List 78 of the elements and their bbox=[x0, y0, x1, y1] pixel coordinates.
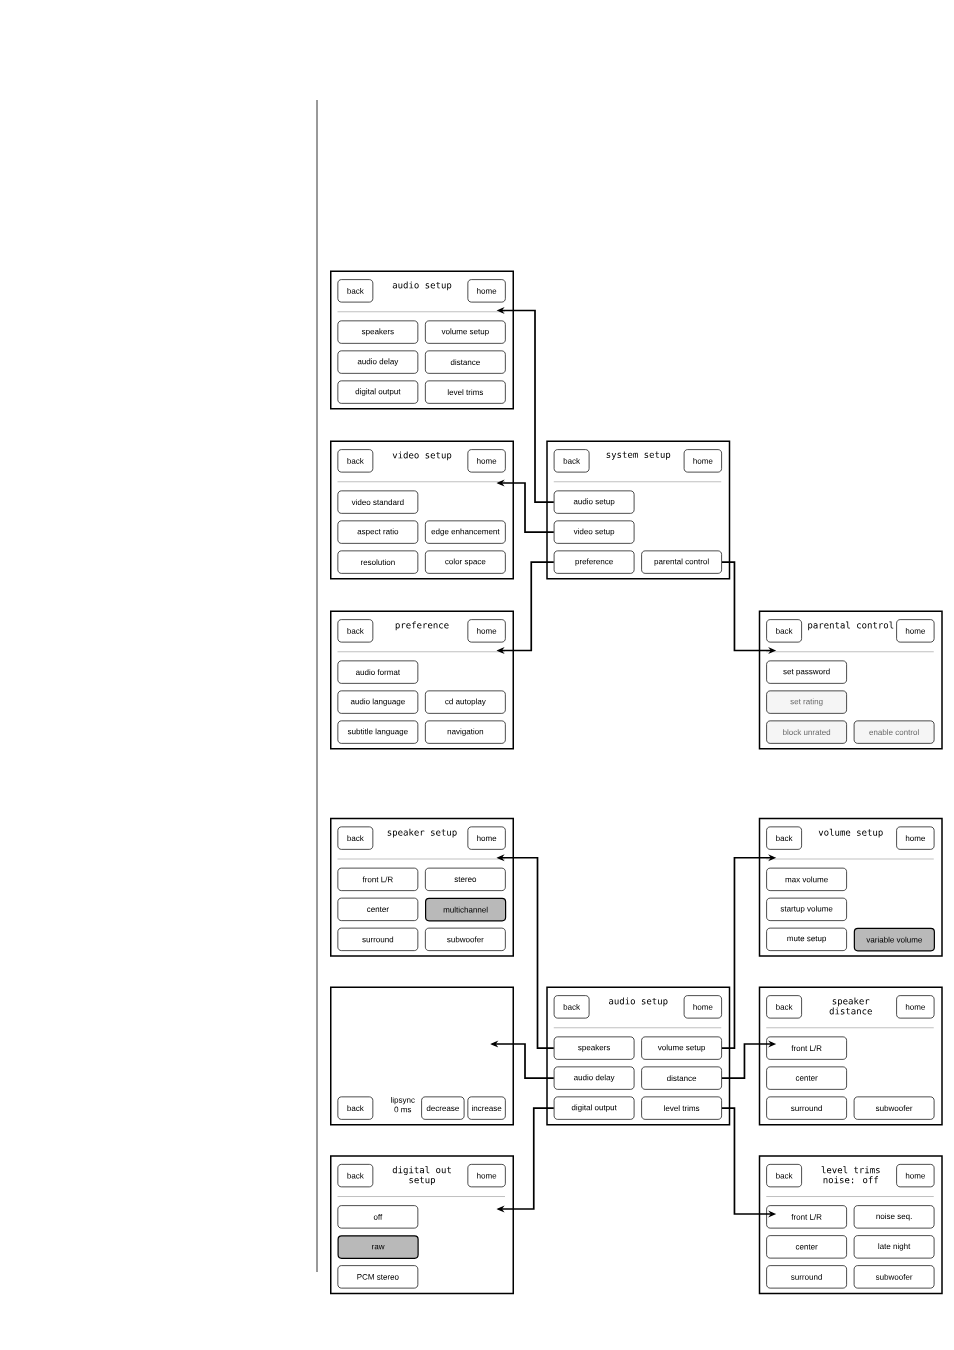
menu-button: off bbox=[337, 1205, 419, 1229]
back-button: back bbox=[553, 995, 590, 1019]
menu-button: preference bbox=[553, 550, 635, 574]
back-button: back bbox=[766, 995, 802, 1019]
back-button: back bbox=[337, 1096, 374, 1120]
menu-button: front L/R bbox=[766, 1036, 847, 1060]
menu-button: audio format bbox=[337, 660, 419, 684]
home-button: home bbox=[896, 995, 935, 1019]
menu-button: surround bbox=[337, 927, 419, 951]
menu-button: subwoofer bbox=[425, 927, 506, 951]
home-button: home bbox=[467, 449, 506, 473]
menu-button: center bbox=[766, 1235, 847, 1259]
menu-button: edge enhancement bbox=[425, 520, 506, 544]
menu-button: set rating bbox=[766, 690, 847, 714]
menu-button: PCM stereo bbox=[337, 1265, 419, 1289]
menu-button: audio delay bbox=[553, 1066, 635, 1090]
menu-button: block unrated bbox=[766, 720, 847, 744]
menu-button: front L/R bbox=[766, 1205, 847, 1229]
back-button: back bbox=[337, 279, 374, 303]
menu-button: audio delay bbox=[337, 350, 419, 374]
menu-button: speakers bbox=[337, 320, 419, 344]
menu-button: subwoofer bbox=[853, 1096, 935, 1120]
home-button: home bbox=[683, 449, 722, 473]
menu-button: decrease bbox=[421, 1096, 465, 1120]
menu-button: speakers bbox=[553, 1036, 635, 1060]
menu-button: variable volume bbox=[853, 927, 935, 952]
menu-button: audio setup bbox=[553, 490, 635, 514]
menu-button: level trims bbox=[425, 380, 506, 404]
menu-button: set password bbox=[766, 660, 847, 684]
home-button: home bbox=[896, 1164, 935, 1188]
menu-button: increase bbox=[467, 1096, 506, 1120]
menu-button: center bbox=[766, 1066, 847, 1090]
menu-button: digital output bbox=[337, 380, 419, 404]
menu-button: digital output bbox=[553, 1096, 635, 1120]
menu-button: enable control bbox=[853, 720, 935, 744]
menu-button: surround bbox=[766, 1096, 847, 1120]
menu-button: volume setup bbox=[425, 320, 506, 344]
menu-button: stereo bbox=[425, 867, 506, 891]
menu-button: multichannel bbox=[425, 897, 507, 922]
back-button: back bbox=[553, 449, 590, 473]
back-button: back bbox=[337, 826, 374, 850]
menu-button: front L/R bbox=[337, 867, 419, 891]
menu-button: video standard bbox=[337, 490, 419, 514]
back-button: back bbox=[337, 1164, 374, 1188]
menu-button: navigation bbox=[425, 720, 506, 744]
menu-button: distance bbox=[425, 350, 506, 374]
menu-button: parental control bbox=[641, 550, 722, 574]
home-button: home bbox=[467, 279, 506, 303]
menu-button: raw bbox=[337, 1235, 419, 1259]
home-button: home bbox=[896, 619, 935, 643]
menu-button: late night bbox=[853, 1235, 935, 1259]
home-button: home bbox=[467, 1164, 506, 1188]
menu-button: aspect ratio bbox=[337, 520, 419, 544]
home-button: home bbox=[467, 826, 506, 850]
menu-button: startup volume bbox=[766, 897, 847, 921]
menu-button: mute setup bbox=[766, 927, 847, 951]
home-button: home bbox=[896, 826, 935, 850]
home-button: home bbox=[683, 995, 722, 1019]
menu-button: audio language bbox=[337, 690, 419, 714]
menu-button: resolution bbox=[337, 550, 419, 574]
menu-button: cd autoplay bbox=[425, 690, 506, 714]
back-button: back bbox=[766, 1164, 802, 1188]
back-button: back bbox=[337, 619, 374, 643]
back-button: back bbox=[337, 449, 374, 473]
menu-button: video setup bbox=[553, 520, 635, 544]
back-button: back bbox=[766, 619, 802, 643]
menu-button: surround bbox=[766, 1265, 847, 1289]
menu-button: noise seq. bbox=[853, 1205, 935, 1229]
menu-button: center bbox=[337, 897, 419, 921]
menu-button: volume setup bbox=[641, 1036, 722, 1060]
menu-button: level trims bbox=[641, 1096, 722, 1120]
menu-button: max volume bbox=[766, 867, 847, 891]
home-button: home bbox=[467, 619, 506, 643]
menu-button: subtitle language bbox=[337, 720, 419, 744]
menu-button: distance bbox=[641, 1066, 722, 1090]
back-button: back bbox=[766, 826, 802, 850]
menu-button: subwoofer bbox=[853, 1265, 935, 1289]
menu-button: color space bbox=[425, 550, 506, 574]
